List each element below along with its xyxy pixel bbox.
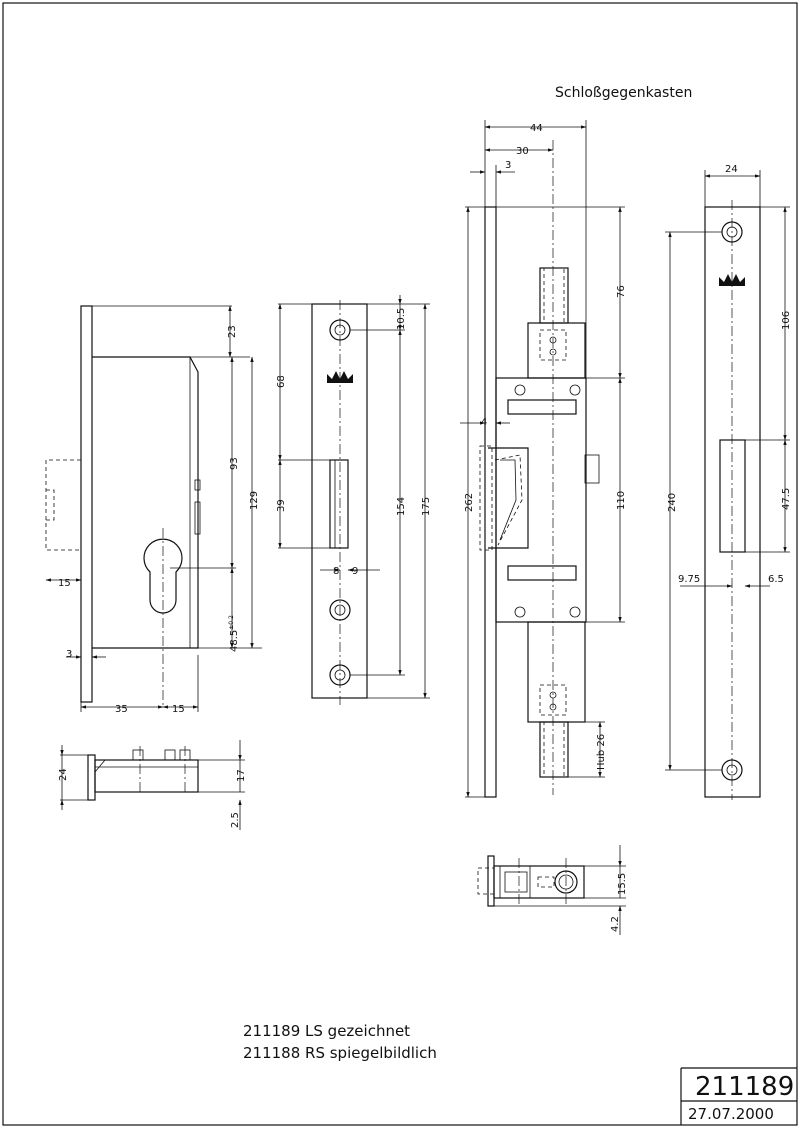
dim-9-75: 9.75 <box>678 574 700 585</box>
dim-24-top: 24 <box>58 768 69 781</box>
dim-47-5: 47.5 <box>781 488 792 510</box>
dim-3-left: 3 <box>66 649 72 660</box>
dim-3-main: 3 <box>505 160 511 171</box>
dim-23: 23 <box>227 325 238 338</box>
strike-box-bottom-view: 15.5 4.2 <box>477 845 628 935</box>
crown-logo-strike <box>719 274 745 286</box>
dim-106: 106 <box>781 311 792 330</box>
dim-30: 30 <box>516 146 529 157</box>
title-block: 211189 27.07.2000 <box>680 1067 797 1125</box>
dim-24-strike: 24 <box>725 164 738 175</box>
dim-9: 9 <box>352 566 358 577</box>
dim-2-5: 2.5 <box>230 812 241 828</box>
strike-box-side-view: 44 30 3 76 4 262 110 Hub 26 <box>460 120 627 798</box>
faceplate-front-view: 68 39 10.5 154 175 8 9 <box>276 295 432 705</box>
dim-10-5: 10.5 <box>396 308 407 330</box>
dim-6-5: 6.5 <box>768 574 784 585</box>
dim-240: 240 <box>667 493 678 512</box>
lock-case-top-view: 24 17 2.5 <box>58 740 247 830</box>
dim-4-2: 4.2 <box>610 916 621 932</box>
dim-15-bottom: 15 <box>172 704 185 715</box>
dim-4: 4 <box>481 417 487 428</box>
dim-262: 262 <box>464 493 475 512</box>
dim-110: 110 <box>616 491 627 510</box>
dim-8: 8 <box>333 566 339 577</box>
dim-175: 175 <box>421 497 432 516</box>
dim-154: 154 <box>396 497 407 516</box>
dim-68: 68 <box>276 375 287 388</box>
note-ls: 211189 LS gezeichnet <box>243 1022 410 1040</box>
dim-39: 39 <box>276 499 287 512</box>
dim-15-5: 15.5 <box>617 873 628 895</box>
dim-48-5: 48.5±0.2 <box>228 615 240 652</box>
dim-17: 17 <box>236 769 247 782</box>
dim-15-left: 15 <box>58 578 71 589</box>
dim-hub-26: Hub 26 <box>596 734 607 770</box>
dim-76: 76 <box>616 285 627 298</box>
drawing-number: 211189 <box>695 1072 794 1102</box>
drawing-header: Schloßgegenkasten <box>555 85 692 101</box>
note-rs: 211188 RS spiegelbildlich <box>243 1044 437 1062</box>
dim-93: 93 <box>229 457 240 470</box>
drawing-date: 27.07.2000 <box>688 1105 774 1123</box>
dim-35: 35 <box>115 704 128 715</box>
crown-logo <box>327 371 353 383</box>
dim-129: 129 <box>249 491 260 510</box>
strike-plate-front-view: 24 106 47.5 240 9.75 6.5 <box>665 164 792 800</box>
dim-44: 44 <box>530 123 543 134</box>
lock-case-side-view: 23 93 129 48.5±0.2 15 3 35 15 <box>45 305 262 715</box>
